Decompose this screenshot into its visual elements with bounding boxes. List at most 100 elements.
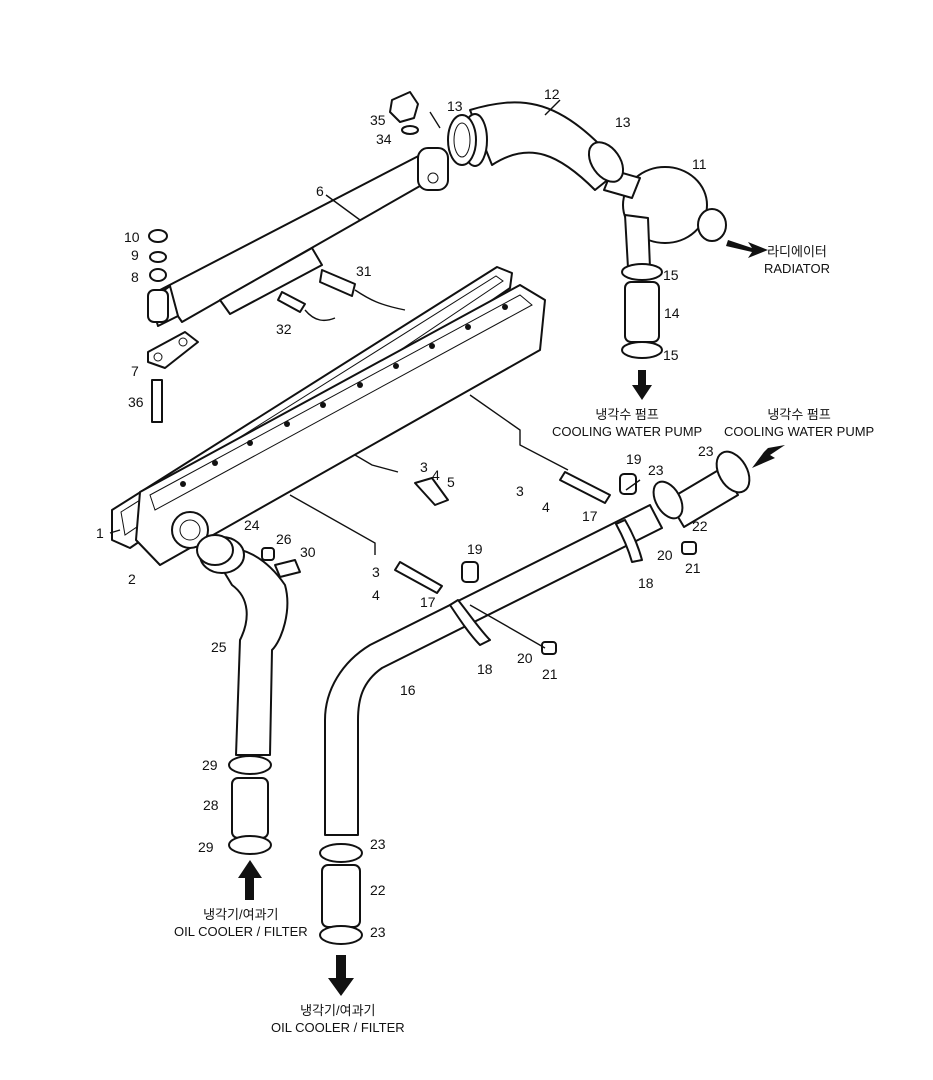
callout-13b: 13 bbox=[615, 114, 631, 130]
callout-16: 16 bbox=[400, 682, 416, 698]
callout-34: 34 bbox=[376, 131, 392, 147]
callout-29b: 29 bbox=[198, 839, 214, 855]
callout-3b: 3 bbox=[516, 483, 524, 499]
radiator-label-en: RADIATOR bbox=[764, 261, 830, 276]
callout-6: 6 bbox=[316, 183, 324, 199]
callout-23c: 23 bbox=[370, 836, 386, 852]
callout-30: 30 bbox=[300, 544, 316, 560]
callout-21b: 21 bbox=[685, 560, 701, 576]
callout-36: 36 bbox=[128, 394, 144, 410]
callout-31: 31 bbox=[356, 263, 372, 279]
callout-4c: 4 bbox=[372, 587, 380, 603]
nut-part-21b bbox=[541, 641, 557, 655]
callout-13a: 13 bbox=[447, 98, 463, 114]
callout-10: 10 bbox=[124, 229, 140, 245]
clamp-part-29b bbox=[228, 835, 272, 855]
hose-part-22-lower bbox=[321, 864, 361, 928]
callout-17a: 17 bbox=[420, 594, 436, 610]
callout-29a: 29 bbox=[202, 757, 218, 773]
radiator-label: 라디에이터 RADIATOR bbox=[764, 243, 830, 277]
callout-32: 32 bbox=[276, 321, 292, 337]
callout-22a: 22 bbox=[692, 518, 708, 534]
callout-19b: 19 bbox=[626, 451, 642, 467]
pump-in-label-en: COOLING WATER PUMP bbox=[724, 424, 875, 439]
callout-28: 28 bbox=[203, 797, 219, 813]
stud-part-36 bbox=[151, 379, 163, 423]
callout-20b: 20 bbox=[657, 547, 673, 563]
bolt-part-30 bbox=[274, 559, 301, 578]
bracket-part-18b bbox=[615, 519, 643, 563]
callout-11: 11 bbox=[692, 156, 707, 172]
oilcooler-out-label: 냉각기/여과기 OIL COOLER / FILTER bbox=[271, 1002, 405, 1036]
callout-15b: 15 bbox=[663, 347, 679, 363]
callout-12: 12 bbox=[544, 86, 560, 102]
plug-part-35 bbox=[389, 91, 419, 123]
pump-in-label-ko: 냉각수 펌프 bbox=[767, 407, 831, 422]
callout-1: 1 bbox=[96, 525, 104, 541]
sensor-part-31 bbox=[319, 269, 406, 311]
callout-4b: 4 bbox=[542, 499, 550, 515]
hose-clamp-part-13a bbox=[447, 114, 477, 166]
arrow-to-pump-icon bbox=[632, 370, 652, 400]
arrow-from-oilcooler-icon bbox=[238, 860, 262, 900]
callout-20a: 20 bbox=[517, 650, 533, 666]
callout-4a: 4 bbox=[432, 467, 440, 483]
bolt-part-26 bbox=[261, 547, 275, 561]
oilcooler-in-label: 냉각기/여과기 OIL COOLER / FILTER bbox=[174, 906, 308, 940]
callout-2: 2 bbox=[128, 571, 136, 587]
callout-24: 24 bbox=[244, 517, 260, 533]
upper-pipe-part-6 bbox=[149, 147, 449, 327]
clamp-part-23a bbox=[715, 450, 751, 494]
callout-3c: 3 bbox=[372, 564, 380, 580]
fitting-part-17a bbox=[394, 561, 443, 594]
hose-clamp-part-13b bbox=[587, 141, 625, 183]
clamp-part-23d bbox=[319, 925, 363, 945]
oilcooler-in-label-en: OIL COOLER / FILTER bbox=[174, 924, 308, 939]
oilcooler-out-label-en: OIL COOLER / FILTER bbox=[271, 1020, 405, 1035]
callout-26: 26 bbox=[276, 531, 292, 547]
callout-25: 25 bbox=[211, 639, 227, 655]
clamp-part-29a bbox=[228, 755, 272, 775]
callout-23d: 23 bbox=[370, 924, 386, 940]
hose-part-28 bbox=[231, 777, 269, 839]
callout-5: 5 bbox=[447, 474, 455, 490]
arrow-to-radiator-icon bbox=[726, 240, 768, 258]
callout-8: 8 bbox=[131, 269, 139, 285]
gasket-part-7 bbox=[147, 331, 199, 369]
pump-out-label-ko: 냉각수 펌프 bbox=[595, 407, 659, 422]
callout-23b: 23 bbox=[648, 462, 664, 478]
fitting-part-17b bbox=[559, 471, 611, 504]
arrows bbox=[238, 240, 785, 996]
callout-7: 7 bbox=[131, 363, 139, 379]
callout-18b: 18 bbox=[638, 575, 654, 591]
nut-part-21a bbox=[681, 541, 697, 555]
sensor-part-32 bbox=[277, 291, 336, 322]
pump-in-label: 냉각수 펌프 COOLING WATER PUMP bbox=[724, 406, 874, 440]
arrow-to-oilcooler-icon bbox=[328, 955, 354, 996]
bracket-part-18a bbox=[449, 599, 491, 646]
leader-lines bbox=[109, 99, 641, 649]
callout-15a: 15 bbox=[663, 267, 679, 283]
oilcooler-in-label-ko: 냉각기/여과기 bbox=[203, 907, 279, 922]
thermostat-housing-part-11 bbox=[603, 166, 727, 269]
clamp-part-23c bbox=[319, 843, 363, 863]
spacer-part-19a bbox=[461, 561, 479, 583]
oilcooler-out-label-ko: 냉각기/여과기 bbox=[300, 1003, 376, 1018]
pump-out-label-en: COOLING WATER PUMP bbox=[552, 424, 703, 439]
callout-35: 35 bbox=[370, 112, 386, 128]
radiator-label-ko: 라디에이터 bbox=[767, 244, 827, 259]
washer-part-34 bbox=[401, 125, 419, 135]
callout-3a: 3 bbox=[420, 459, 428, 475]
callout-17b: 17 bbox=[582, 508, 598, 524]
hose-part-14 bbox=[621, 263, 663, 359]
clamp-part-23b bbox=[652, 480, 684, 520]
callout-14: 14 bbox=[664, 305, 680, 321]
callout-23a: 23 bbox=[698, 443, 714, 459]
callout-19a: 19 bbox=[467, 541, 483, 557]
manifold-cover-part-2 bbox=[135, 284, 546, 566]
nut-washer-stack-parts-8-10 bbox=[147, 229, 169, 323]
spacer-part-19b bbox=[619, 473, 637, 495]
callout-22b: 22 bbox=[370, 882, 386, 898]
fitting-part-5 bbox=[414, 477, 449, 506]
